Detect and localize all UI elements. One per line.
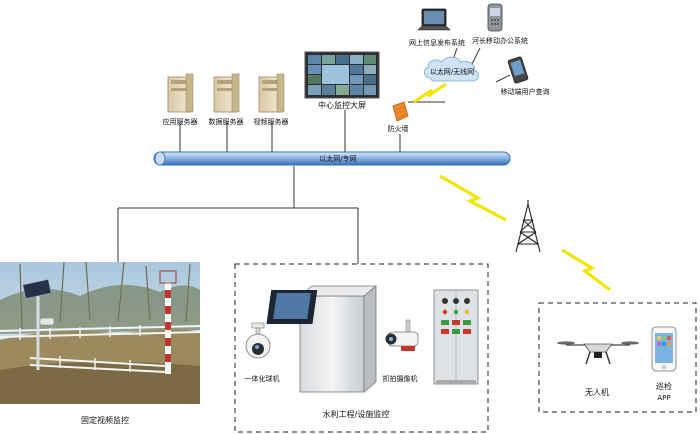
client-label: 网上信息发布系统 bbox=[409, 38, 465, 47]
monitoring-tower bbox=[159, 270, 177, 374]
water-facility-label: 水利工程/设施监控 bbox=[323, 409, 390, 419]
mobile-phone-icon bbox=[487, 3, 503, 32]
fixed-video-label: 固定视频监控 bbox=[81, 415, 129, 425]
wireless-link-icon bbox=[561, 248, 611, 292]
handheld-device-icon bbox=[507, 56, 529, 84]
server-label: 视频服务器 bbox=[254, 117, 289, 126]
app-label-line2: APP bbox=[657, 394, 670, 402]
connector-lines bbox=[117, 47, 511, 264]
mobile-user-query: 移动端用户查询 bbox=[501, 56, 550, 96]
uav-group-box bbox=[538, 302, 697, 413]
signal-tower-icon bbox=[515, 200, 541, 253]
laptop-icon bbox=[417, 8, 451, 31]
bullet-camera-icon bbox=[385, 319, 419, 351]
control-console-icon bbox=[266, 285, 378, 393]
central-video-wall: 中心监控大屏 bbox=[304, 51, 380, 110]
app-label-line1: 巡检 bbox=[656, 381, 672, 391]
cloud-icon bbox=[423, 56, 479, 82]
client-label: 移动端用户查询 bbox=[501, 87, 550, 96]
water-facility-site: 一体化球机 抓拍摄像机 水利工程/设施监控 bbox=[234, 263, 489, 433]
internet-cloud: 以太网/无线网 bbox=[423, 56, 479, 82]
drone-icon bbox=[557, 341, 639, 365]
fixed-video-site: 固定视频监控 bbox=[0, 261, 201, 425]
fixed-video-photo bbox=[0, 261, 201, 404]
firewall-icon bbox=[392, 101, 409, 122]
data-server: 数据服务器 bbox=[209, 73, 244, 126]
backbone-network: 以太网/专网 bbox=[153, 151, 511, 166]
cloud-label: 以太网/无线网 bbox=[430, 67, 474, 76]
info-publish-system: 网上信息发布系统 bbox=[409, 8, 465, 47]
wireless-link-icon bbox=[439, 174, 507, 222]
drone-label: 无人机 bbox=[585, 387, 609, 397]
electrical-cabinet-icon bbox=[433, 289, 479, 385]
server-label: 应用服务器 bbox=[163, 117, 198, 126]
video-wall-screens bbox=[308, 55, 376, 95]
dome-camera: 一体化球机 bbox=[245, 322, 280, 383]
uav-site: 无人机 巡检 APP bbox=[538, 302, 697, 413]
dome-camera-icon bbox=[245, 322, 271, 359]
server-label: 数据服务器 bbox=[209, 117, 244, 126]
application-server: 应用服务器 bbox=[163, 73, 198, 126]
backbone-label: 以太网/专网 bbox=[319, 154, 356, 163]
smartphone-icon bbox=[651, 326, 677, 372]
ethernet-backbone-pipe bbox=[153, 151, 511, 166]
wireless-link-icon bbox=[413, 82, 447, 104]
dome-camera-label: 一体化球机 bbox=[245, 374, 280, 383]
capture-camera-label: 抓拍摄像机 bbox=[383, 374, 418, 383]
firewall: 防火墙 bbox=[388, 101, 409, 133]
water-facility-group-box bbox=[234, 263, 489, 433]
client-label: 河长移动办公系统 bbox=[472, 36, 528, 45]
firewall-label: 防火墙 bbox=[388, 124, 409, 133]
video-wall-label: 中心监控大屏 bbox=[318, 100, 366, 110]
river-chief-office-system: 河长移动办公系统 bbox=[472, 3, 528, 45]
capture-camera: 抓拍摄像机 bbox=[383, 319, 419, 383]
video-server: 视频服务器 bbox=[254, 73, 289, 126]
